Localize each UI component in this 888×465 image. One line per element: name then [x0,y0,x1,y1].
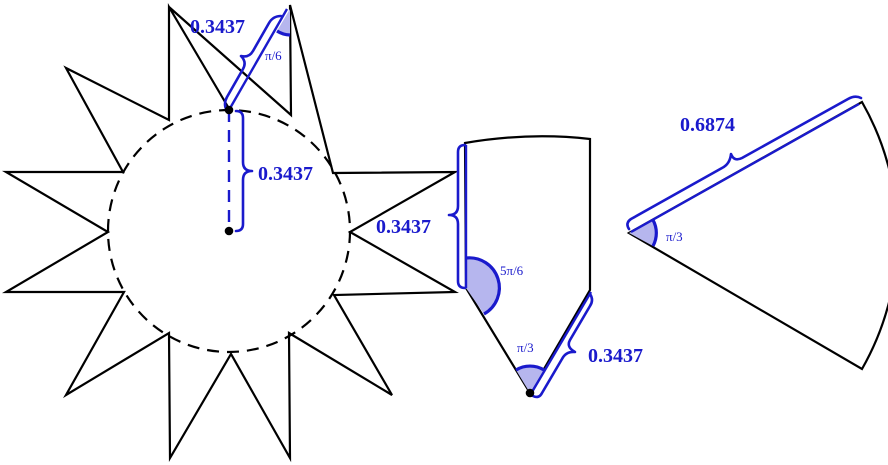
star-spike-angle-arc [276,29,291,37]
star-radius-length-label: 0.3437 [258,163,313,185]
net-obtuse-angle-fill [466,257,500,314]
star-spike-brace [223,14,283,113]
net-obtuse-angle-arc [465,256,501,316]
star-center-dot [224,226,234,236]
star-radius-brace [234,109,254,233]
net-apex-angle-arc [515,364,545,372]
net-side-length-label: 0.3437 [376,216,431,238]
net-left-brace [447,143,467,290]
sector-radius-edge [630,102,860,234]
star-spike-length-label: 0.3437 [190,16,245,38]
star-spike-angle-label: π/6 [265,48,282,63]
net-apex-dot [525,388,535,398]
net-slant-length-label: 0.3437 [588,345,643,367]
sector-outline [626,100,888,371]
sector-angle-fill [629,220,657,246]
net-figure: 0.3437 5π/6 π/3 0.3437 [376,135,643,399]
sector-angle-arc [651,219,658,247]
star-vertex-dot [224,105,234,115]
star-figure: 0.3437 π/6 0.3437 [1,2,460,463]
sector-angle-label: π/3 [666,229,683,244]
net-apex-angle-fill [516,366,544,393]
net-slant-edge [530,291,593,393]
net-obtuse-angle-label: 5π/6 [500,263,524,278]
net-outline [463,135,592,396]
sector-radius-length-label: 0.6874 [680,114,735,136]
star-spike-edge [227,8,289,111]
star-spike-angle-fill [277,9,290,35]
net-apex-angle-label: π/3 [517,340,534,355]
net-slant-brace [531,292,594,399]
sector-figure: 0.6874 π/3 [626,95,888,371]
sector-radius-brace [626,95,863,231]
